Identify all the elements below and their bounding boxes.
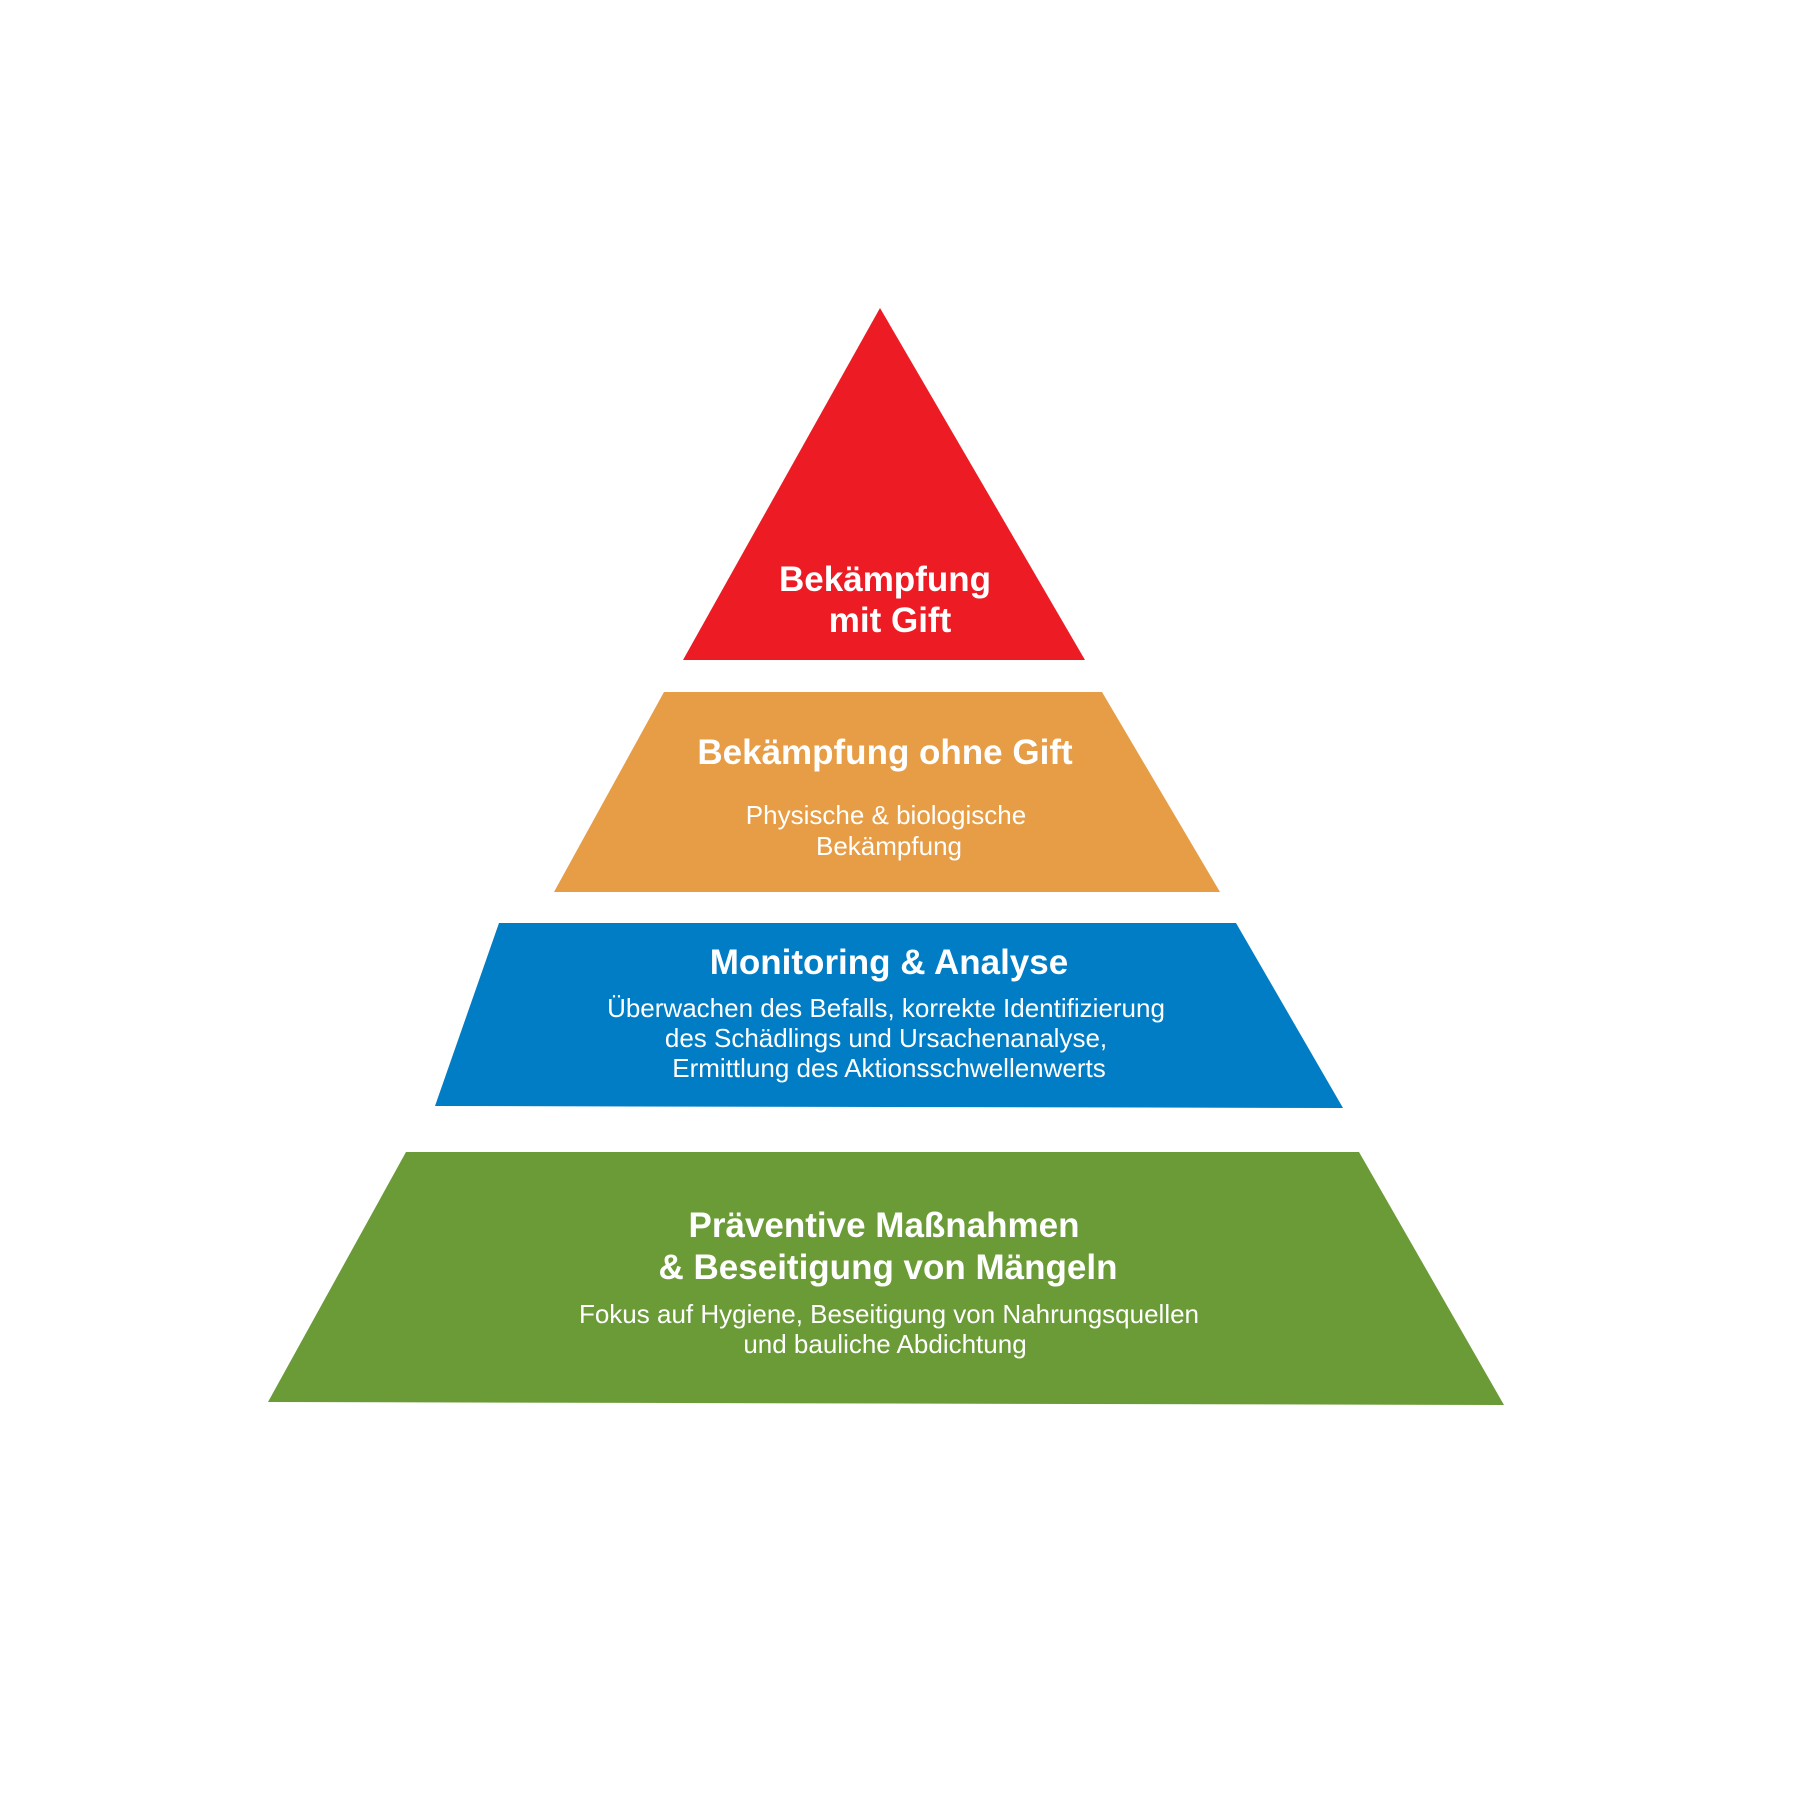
- tier-prevention-desc-line-1: Fokus auf Hygiene, Beseitigung von Nahru…: [579, 1299, 1199, 1329]
- tier-monitoring-desc-line-1: Überwachen des Befalls, korrekte Identif…: [607, 993, 1165, 1023]
- tier-nonpoison-title: Bekämpfung ohne Gift: [697, 733, 1073, 772]
- tier-monitoring-desc-line-3: Ermittlung des Aktionsschwellenwerts: [672, 1053, 1106, 1083]
- tier-poison-shape: [683, 308, 1085, 660]
- tier-prevention-shape: [268, 1152, 1504, 1405]
- tier-monitoring-shape: [435, 923, 1343, 1108]
- tier-nonpoison-shape: [554, 692, 1220, 892]
- tier-prevention-title-line-2: & Beseitigung von Mängeln: [659, 1248, 1118, 1287]
- tier-poison-title-line-2: mit Gift: [829, 601, 952, 640]
- tier-nonpoison-desc-line-2: Bekämpfung: [816, 831, 962, 861]
- tier-nonpoison-desc-line-1: Physische & biologische: [746, 800, 1026, 830]
- tier-prevention-desc-line-2: und bauliche Abdichtung: [743, 1329, 1026, 1359]
- tier-poison: Bekämpfung mit Gift: [683, 308, 1085, 660]
- tier-monitoring: Monitoring & Analyse Überwachen des Befa…: [435, 923, 1343, 1108]
- tier-nonpoison: Bekämpfung ohne Gift Physische & biologi…: [554, 692, 1220, 892]
- tier-prevention-title-line-1: Präventive Maßnahmen: [689, 1206, 1080, 1245]
- tier-poison-title-line-1: Bekämpfung: [779, 560, 991, 599]
- tier-monitoring-title: Monitoring & Analyse: [710, 943, 1068, 982]
- tier-prevention: Präventive Maßnahmen & Beseitigung von M…: [268, 1152, 1504, 1405]
- tier-monitoring-desc-line-2: des Schädlings und Ursachenanalyse,: [665, 1023, 1107, 1053]
